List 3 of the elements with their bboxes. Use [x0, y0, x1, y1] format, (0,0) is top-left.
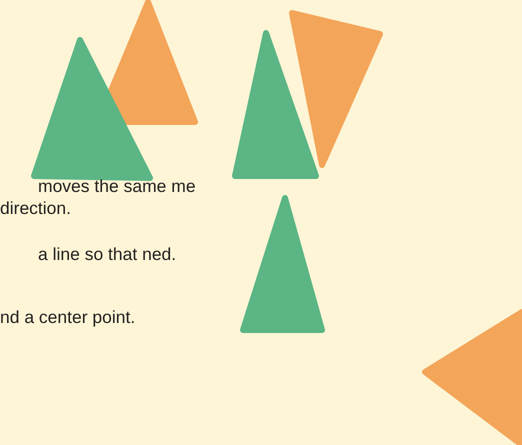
- text-fragment: a line so that ned.: [37, 243, 178, 265]
- text-fragment: nd a center point.: [0, 306, 136, 328]
- text-fragment: moves the same me direction.: [0, 175, 197, 219]
